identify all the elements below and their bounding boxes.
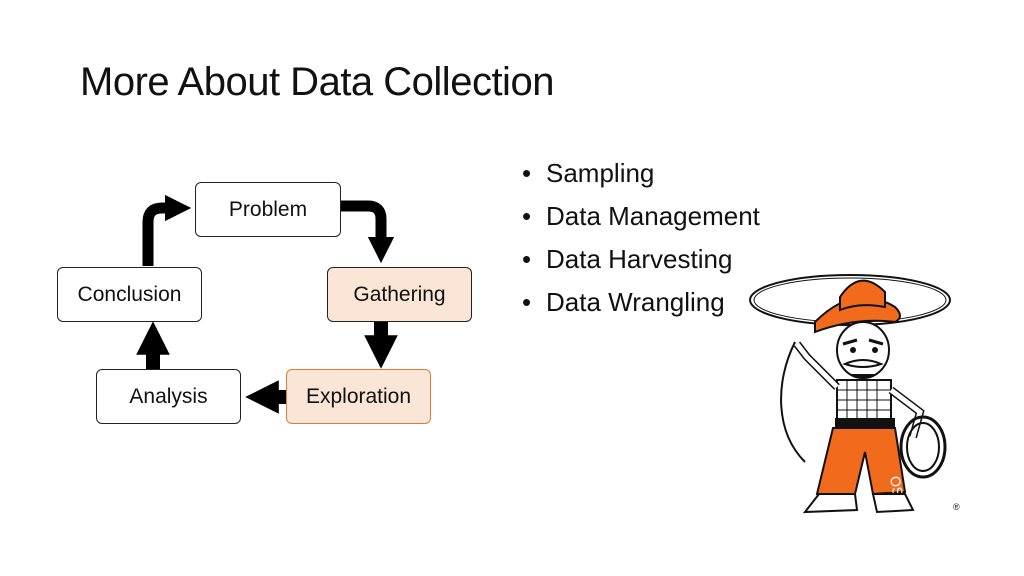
node-exploration: Exploration: [286, 369, 431, 424]
bullet-list: •Sampling •Data Management •Data Harvest…: [522, 152, 760, 324]
bullet-item: •Sampling: [522, 158, 655, 188]
slide-title: More About Data Collection: [80, 60, 554, 104]
node-analysis: Analysis: [96, 369, 241, 424]
cowboy-mascot-icon: OSU ®: [749, 274, 960, 514]
arrow-conclusion-to-problem: [142, 194, 192, 266]
svg-text:®: ®: [953, 502, 960, 512]
bullet-item: •Data Management: [522, 201, 760, 231]
bullet-item: •Data Wrangling: [522, 287, 725, 317]
node-problem: Problem: [195, 182, 341, 237]
node-conclusion: Conclusion: [57, 267, 202, 322]
arrow-problem-to-gathering: [341, 200, 395, 264]
node-gathering: Gathering: [327, 267, 472, 322]
bullet-item: •Data Harvesting: [522, 244, 733, 274]
